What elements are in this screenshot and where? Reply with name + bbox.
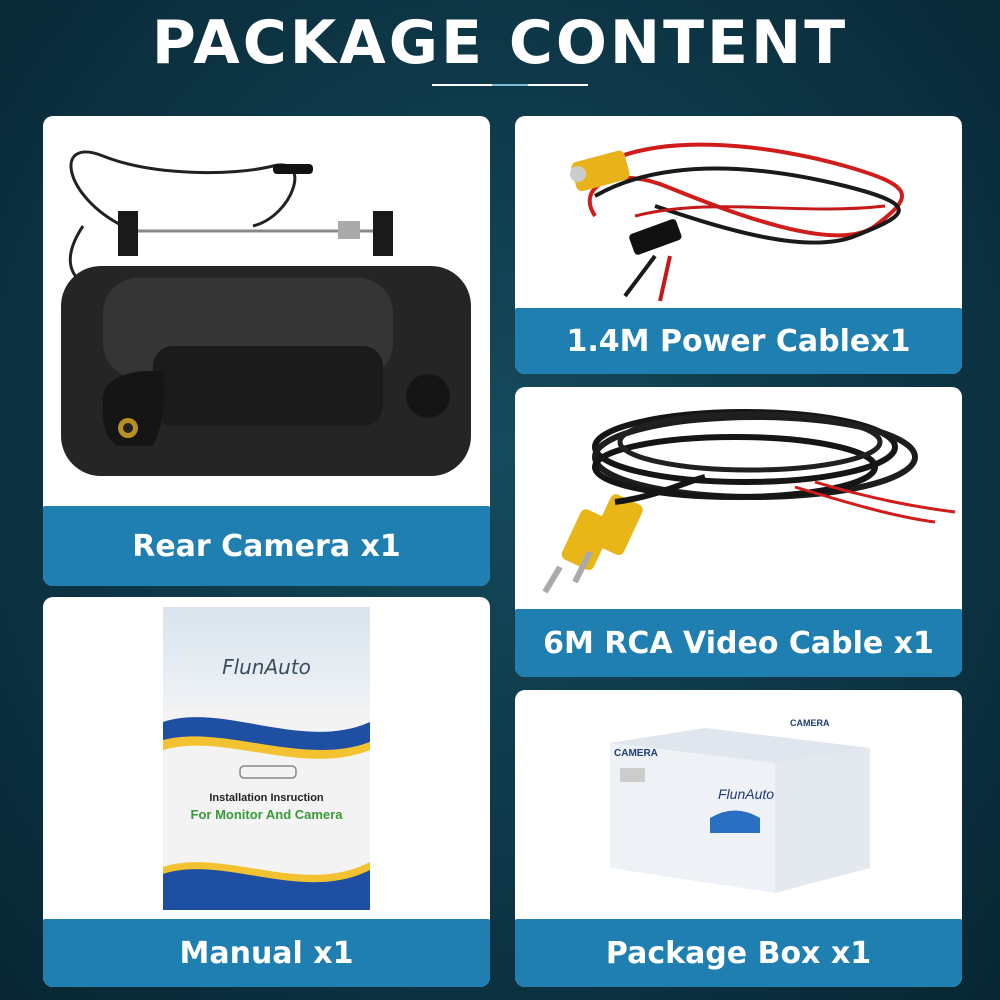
manual-title-line2: For Monitor And Camera — [190, 807, 343, 822]
rear-camera-label: Rear Camera x1 — [43, 506, 490, 586]
manual-image: FlunAuto Installation Insruction For Mon… — [163, 607, 370, 910]
page-title: PACKAGE CONTENT — [151, 8, 849, 78]
box-brand: FlunAuto — [718, 786, 775, 802]
power-cable-label: 1.4M Power Cablex1 — [515, 308, 962, 374]
rca-cable-image — [542, 409, 956, 594]
title-underline — [432, 84, 588, 86]
package-box-image: CAMERA FlunAuto CAMERA — [610, 708, 870, 893]
manual-label: Manual x1 — [43, 919, 490, 987]
rca-cable-card: 6M RCA Video Cable x1 — [515, 387, 962, 677]
rear-camera-image — [61, 150, 471, 476]
power-cable-image — [570, 142, 904, 302]
manual-title-line1: Installation Insruction — [209, 792, 324, 804]
rear-camera-card: Rear Camera x1 — [43, 116, 490, 586]
package-box-label: Package Box x1 — [515, 919, 962, 987]
manual-card: FlunAuto Installation Insruction For Mon… — [43, 597, 490, 987]
rca-cable-label: 6M RCA Video Cable x1 — [515, 609, 962, 677]
manual-brand: FlunAuto — [222, 655, 311, 679]
power-cable-card: 1.4M Power Cablex1 — [515, 116, 962, 374]
title-underline-accent — [492, 84, 528, 86]
package-box-card: CAMERA FlunAuto CAMERA Package Box x1 — [515, 690, 962, 987]
box-label-camera: CAMERA — [614, 748, 658, 759]
box-side-label: CAMERA — [790, 718, 830, 728]
